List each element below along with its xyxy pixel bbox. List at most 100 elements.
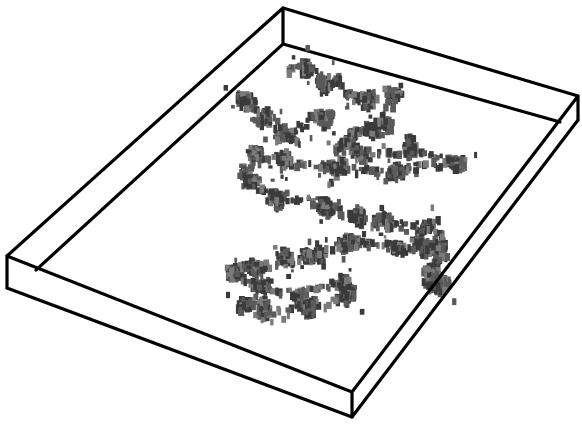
cluster-particle <box>422 150 427 156</box>
cluster-particle <box>264 312 269 317</box>
cluster-particle <box>329 201 332 205</box>
cluster-particle <box>244 278 248 286</box>
cluster-particle <box>385 224 390 233</box>
cluster-particle <box>380 205 385 211</box>
cluster-particle <box>315 68 319 74</box>
cluster-particle <box>290 197 294 203</box>
cluster-particle <box>311 115 315 121</box>
cluster-particle <box>269 188 274 195</box>
cluster-particle <box>308 160 311 167</box>
cluster-particle <box>378 118 381 126</box>
cluster-particle <box>362 96 367 103</box>
cluster-particle <box>307 195 310 200</box>
cluster-particle <box>238 262 242 266</box>
cluster-particle <box>383 178 388 184</box>
cluster-particle <box>407 244 410 252</box>
cluster-particle <box>437 216 441 225</box>
cluster-particle <box>338 211 341 219</box>
cluster-particle <box>287 259 292 263</box>
cluster-particle <box>410 151 415 156</box>
cluster-particle <box>295 137 299 147</box>
cluster-particle <box>290 136 294 142</box>
cluster-particle <box>297 289 301 294</box>
cluster-particle <box>359 128 362 135</box>
cluster-particle <box>410 222 416 229</box>
cluster-particle <box>265 119 268 125</box>
cluster-particle <box>297 259 301 265</box>
cluster-particle <box>247 279 251 283</box>
cluster-particle <box>349 151 353 155</box>
cluster-particle <box>269 110 273 114</box>
cluster-particle <box>377 152 381 159</box>
cluster-particle <box>292 55 296 59</box>
cluster-particle <box>310 286 314 292</box>
cluster-particle <box>404 229 409 235</box>
cluster-particle <box>285 198 289 204</box>
cluster-particle <box>342 256 346 263</box>
cluster-particle <box>423 160 429 168</box>
cluster-particle <box>246 149 250 153</box>
cluster-particle <box>278 124 283 131</box>
cluster-particle <box>393 151 397 158</box>
cluster-particle <box>319 219 323 224</box>
cluster-particle <box>315 240 319 247</box>
cluster-particle <box>276 306 280 312</box>
cluster-particle <box>369 106 373 109</box>
cluster-particle <box>271 179 275 182</box>
cluster-particle <box>263 137 268 143</box>
cluster-particle <box>318 284 323 289</box>
cluster-particle <box>383 104 388 112</box>
cluster-particle <box>296 121 300 128</box>
cluster-particle <box>340 138 343 142</box>
cluster-particle <box>227 272 233 276</box>
cluster-particle <box>316 204 320 212</box>
cluster-particle <box>385 99 391 104</box>
cluster-particle <box>341 212 345 221</box>
cluster-particle <box>327 73 331 79</box>
cluster-particle <box>309 66 315 73</box>
cluster-particle <box>373 124 378 131</box>
cluster-particle <box>336 81 340 87</box>
cluster-particle <box>300 265 304 269</box>
cluster-particle <box>376 95 380 104</box>
cluster-particle <box>257 306 260 315</box>
cluster-particle <box>404 221 408 225</box>
cluster-particle <box>369 166 375 175</box>
cluster-particle <box>252 184 255 189</box>
cluster-particle <box>310 72 314 76</box>
cluster-particle <box>376 131 379 137</box>
cluster-particle <box>368 157 373 162</box>
cluster-particle <box>239 164 242 168</box>
cluster-particle <box>371 239 375 247</box>
cluster-particle <box>454 164 459 174</box>
cluster-particle <box>257 176 262 180</box>
cluster-particle <box>245 105 250 109</box>
cluster-particle <box>331 209 334 215</box>
cluster-particle <box>365 125 370 134</box>
cluster-particle <box>275 136 278 146</box>
cluster-particle <box>248 145 252 150</box>
cluster-particle <box>285 177 288 181</box>
cluster-particle <box>316 299 319 304</box>
cluster-particle <box>320 71 323 75</box>
cluster-particle <box>345 284 349 290</box>
cluster-particle <box>390 104 396 113</box>
cluster-particle <box>369 131 372 136</box>
cluster-particle <box>342 150 347 156</box>
cluster-particle <box>298 141 301 148</box>
cluster-particle <box>410 238 415 243</box>
cluster-particle <box>314 248 317 253</box>
cluster-particle <box>351 240 355 245</box>
cluster-particle <box>327 286 330 291</box>
cluster-particle <box>234 258 237 263</box>
cluster-particle <box>275 251 278 256</box>
cluster-particle <box>380 168 383 174</box>
cluster-particle <box>327 182 330 189</box>
cluster-particle <box>379 233 384 237</box>
cluster-particle <box>311 300 317 309</box>
box-edge-left-top <box>7 8 283 256</box>
cluster-particle <box>352 293 356 301</box>
cluster-particle <box>416 220 420 225</box>
cluster-particle <box>304 124 310 130</box>
cluster-particle <box>367 245 371 252</box>
